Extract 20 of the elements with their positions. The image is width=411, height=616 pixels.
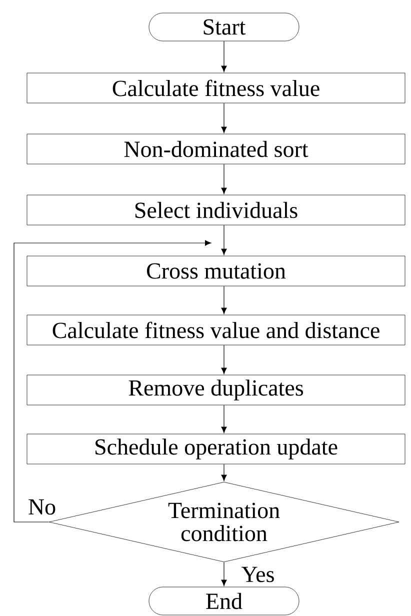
process-box: Schedule operation update xyxy=(26,434,406,464)
terminal-box: End xyxy=(148,586,300,616)
process-box: Calculate fitness value xyxy=(26,72,406,104)
terminal-box: Start xyxy=(148,12,300,42)
process-box: Remove duplicates xyxy=(26,374,406,406)
edge-label: Yes xyxy=(241,566,275,582)
process-box: Non-dominated sort xyxy=(26,134,406,164)
arrow xyxy=(221,562,227,586)
arrow xyxy=(221,344,227,374)
arrow xyxy=(221,404,227,433)
arrow xyxy=(221,286,227,314)
arrow xyxy=(221,224,227,256)
process-box: Calculate fitness value and distance xyxy=(26,314,406,346)
process-box: Select individuals xyxy=(26,194,406,226)
arrow xyxy=(221,164,227,194)
arrow xyxy=(14,240,212,522)
process-box: Cross mutation xyxy=(26,256,406,286)
arrow xyxy=(221,102,227,134)
arrow xyxy=(221,40,227,72)
arrow xyxy=(221,464,227,481)
